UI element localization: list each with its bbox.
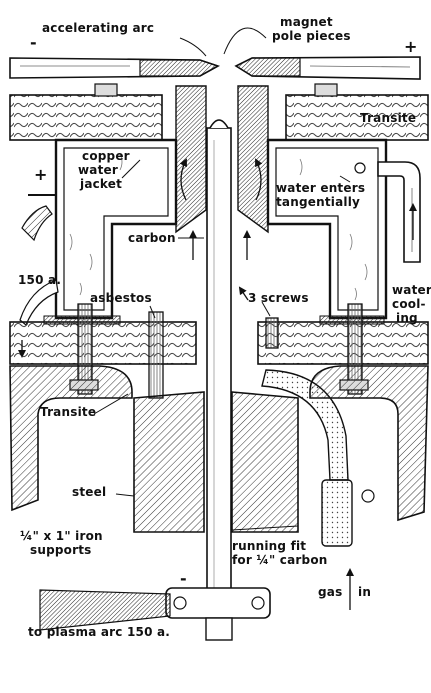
label-water: water [392, 283, 431, 297]
top-bolts [94, 83, 338, 97]
label-accelerating-arc: accelerating arc [42, 21, 155, 35]
label-water-enters: water enters [276, 181, 366, 195]
left-arc-electrode [9, 57, 220, 79]
label-magnet: magnet [280, 15, 333, 29]
label-supports: supports [30, 543, 92, 557]
label-pole-pieces: pole pieces [272, 29, 351, 43]
water-inlet-pipe [354, 161, 421, 263]
label-in: in [358, 585, 372, 599]
label-iron-supports: ¼" x 1" iron [20, 529, 103, 543]
label-tangentially: tangentially [276, 195, 361, 209]
left-steel-block [133, 391, 205, 533]
top-left-transite [9, 94, 163, 141]
label-copper: copper [82, 149, 130, 163]
sign-arc-plus: + [404, 37, 418, 56]
leader-lines [93, 27, 351, 531]
label-steel: steel [72, 485, 107, 499]
label-carbon: carbon [128, 231, 176, 245]
right-steel-block [231, 391, 299, 533]
label-150a: 150 a. [18, 273, 62, 287]
gas-hose [261, 369, 375, 547]
left-iron-support [9, 365, 133, 512]
label-plasma-arc: to plasma arc 150 a. [28, 625, 171, 639]
label-3-screws: 3 screws [248, 291, 309, 305]
top-right-transite [285, 94, 429, 141]
sign-arc-minus: - [30, 33, 37, 52]
label-transite-top: Transite [360, 111, 417, 125]
sign-plasma-minus: - [180, 569, 187, 588]
label-running-fit: running fit [232, 539, 307, 553]
label-for-carbon: for ¼" carbon [232, 553, 328, 567]
right-arc-electrode [234, 56, 421, 80]
label-gas: gas [318, 585, 343, 599]
left-terminal [19, 194, 59, 326]
label-cooling-1: cool- [392, 297, 426, 311]
label-transite-bottom: Transite [40, 405, 97, 419]
label-water-jacket-1: water [78, 163, 118, 177]
plasma-clamp [39, 587, 271, 641]
sign-torch-plus: + [34, 165, 48, 184]
right-iron-support [309, 365, 429, 522]
label-water-jacket-2: jacket [80, 177, 123, 191]
carbon-rod [206, 119, 232, 629]
label-asbestos: asbestos [90, 291, 152, 305]
flow-arrows [18, 158, 417, 610]
label-cooling-2: ing [396, 311, 418, 325]
